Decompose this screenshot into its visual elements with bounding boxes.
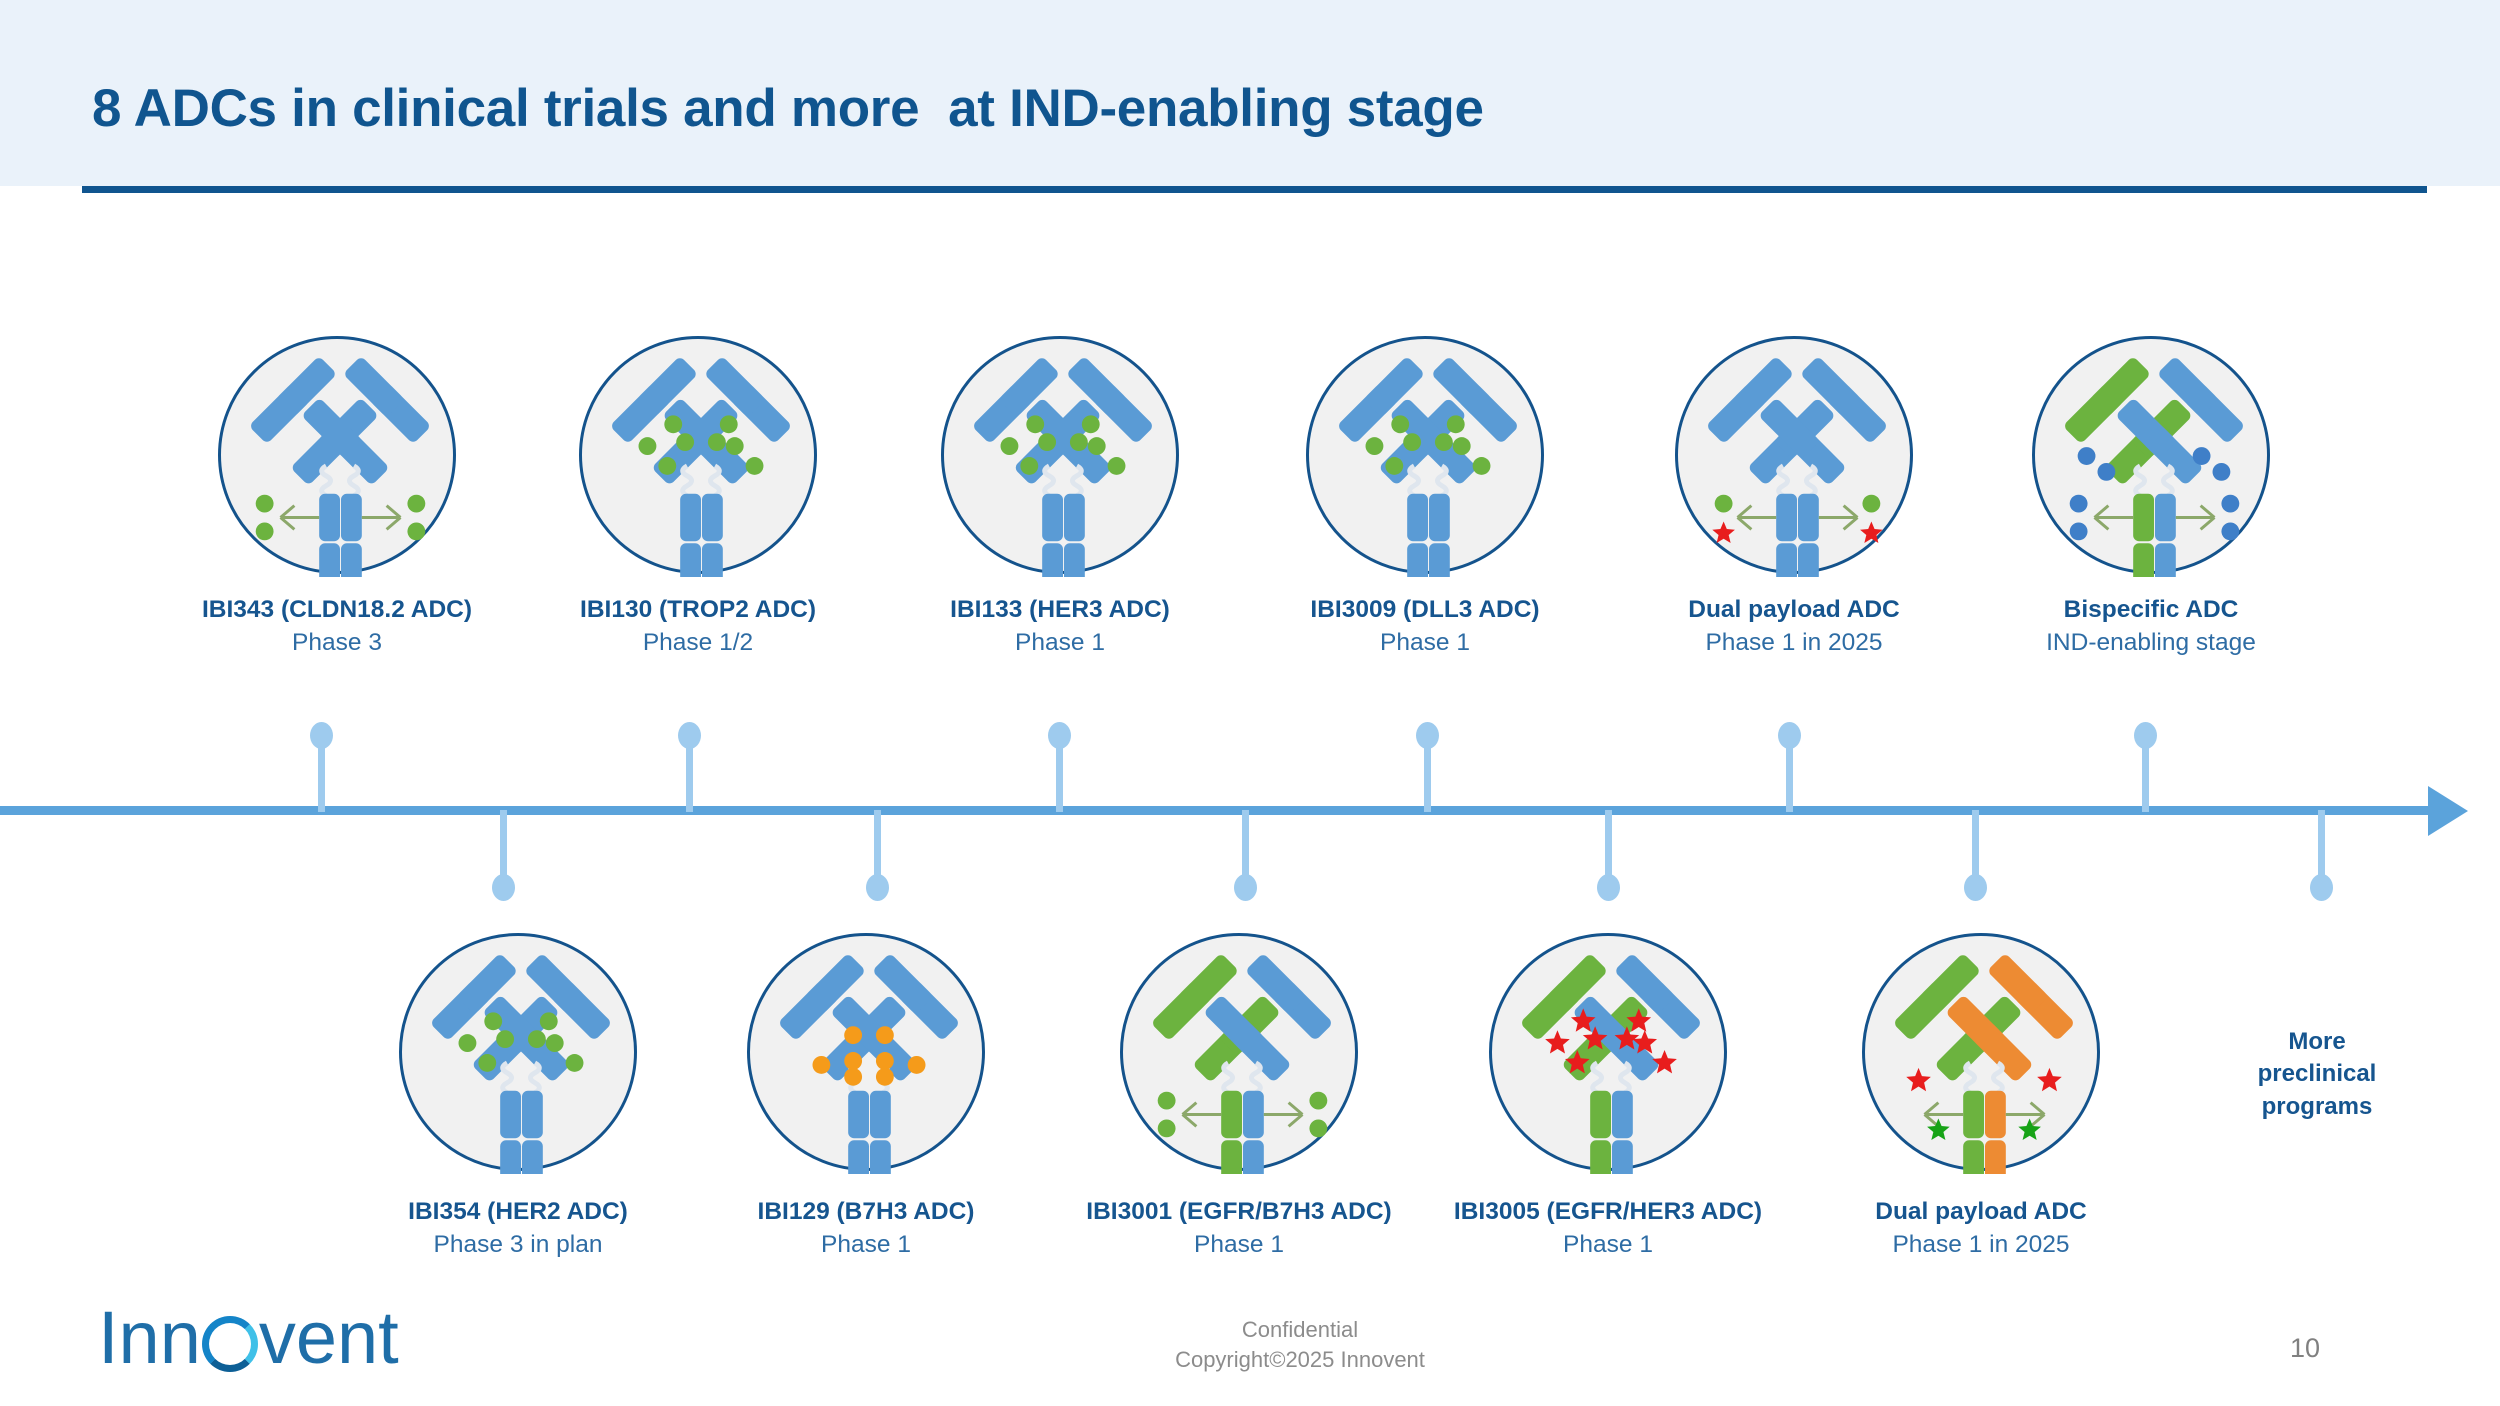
program-label-bottom_row-4: Dual payload ADC Phase 1 in 2025 xyxy=(1721,1197,2241,1262)
program-label-top_row-3: IBI3009 (DLL3 ADC) Phase 1 xyxy=(1165,595,1685,660)
title-underline xyxy=(82,186,2427,193)
program-phase: IND-enabling stage xyxy=(2046,628,2256,656)
stem-up-2 xyxy=(1056,730,1063,812)
program-label-top_row-4: Dual payload ADC Phase 1 in 2025 xyxy=(1534,595,2054,660)
stem-knob-up-5 xyxy=(2134,722,2157,749)
program-label-top_row-1: IBI130 (TROP2 ADC) Phase 1/2 xyxy=(438,595,958,660)
program-label-bottom_row-2: IBI3001 (EGFR/B7H3 ADC) Phase 1 xyxy=(979,1197,1499,1262)
end-label-line1: More xyxy=(2288,1028,2346,1055)
program-phase: Phase 1 in 2025 xyxy=(1892,1230,2070,1258)
antibody-icon-bottom_row-4 xyxy=(1895,955,2073,1174)
antibody-icon-bottom_row-1 xyxy=(780,955,958,1174)
program-name: IBI3005 (EGFR/HER3 ADC) xyxy=(1453,1198,1763,1225)
molecule-circle-top_row-1[interactable] xyxy=(579,336,817,577)
program-phase: Phase 3 xyxy=(292,628,382,656)
header-band xyxy=(0,0,2500,186)
more-preclinical-programs-label: More preclinical programs xyxy=(2212,1026,2422,1123)
antibody-icon-top_row-1 xyxy=(612,358,790,577)
program-phase: Phase 1 xyxy=(821,1230,911,1258)
program-name: IBI3009 (DLL3 ADC) xyxy=(1310,596,1540,623)
molecule-circle-bottom_row-3[interactable] xyxy=(1489,933,1727,1174)
program-name: IBI133 (HER3 ADC) xyxy=(950,596,1170,623)
stem-knob-down-1 xyxy=(866,874,889,901)
program-phase: Phase 3 in plan xyxy=(433,1230,603,1258)
molecule-circle-top_row-5[interactable] xyxy=(2032,336,2270,577)
stem-knob-down-3 xyxy=(1597,874,1620,901)
program-label-bottom_row-1: IBI129 (B7H3 ADC) Phase 1 xyxy=(606,1197,1126,1262)
antibody-icon-top_row-5 xyxy=(2065,358,2243,577)
molecule-circle-top_row-3[interactable] xyxy=(1306,336,1544,577)
program-phase: Phase 1 xyxy=(1194,1230,1284,1258)
program-label-bottom_row-0: IBI354 (HER2 ADC) Phase 3 in plan xyxy=(258,1197,778,1262)
logo-text-after: vent xyxy=(258,1296,399,1379)
end-label-line2: preclinical xyxy=(2257,1060,2377,1088)
program-phase: Phase 1 xyxy=(1563,1230,1653,1258)
stem-up-3 xyxy=(1424,730,1431,812)
stem-down-4 xyxy=(1972,810,1979,888)
stem-up-4 xyxy=(1786,730,1793,812)
molecule-circle-top_row-2[interactable] xyxy=(941,336,1179,577)
stem-down-2 xyxy=(1242,810,1249,888)
stem-knob-up-2 xyxy=(1048,722,1071,749)
antibody-icon-top_row-2 xyxy=(974,358,1152,577)
antibody-icon-bottom_row-2 xyxy=(1153,955,1331,1174)
molecule-circle-bottom_row-0[interactable] xyxy=(399,933,637,1174)
confidential-line-2: Copyright©2025 Innovent xyxy=(1175,1346,1425,1372)
stem-down-5 xyxy=(2318,810,2325,888)
program-phase: Phase 1 in 2025 xyxy=(1705,628,1883,656)
program-name: IBI3001 (EGFR/B7H3 ADC) xyxy=(1086,1198,1392,1225)
stem-knob-down-5 xyxy=(2310,874,2333,901)
stem-knob-up-4 xyxy=(1778,722,1801,749)
end-label-line3: programs xyxy=(2261,1092,2373,1120)
program-label-bottom_row-3: IBI3005 (EGFR/HER3 ADC) Phase 1 xyxy=(1348,1197,1868,1262)
confidential-line-1: Confidential xyxy=(1241,1317,1359,1342)
antibody-icon-bottom_row-3 xyxy=(1522,955,1700,1174)
stem-up-1 xyxy=(686,730,693,812)
stem-knob-down-2 xyxy=(1234,874,1257,901)
page-number: 10 xyxy=(2290,1333,2321,1363)
stem-down-0 xyxy=(500,810,507,888)
stem-down-1 xyxy=(874,810,881,888)
stem-up-5 xyxy=(2142,730,2149,812)
program-label-top_row-0: IBI343 (CLDN18.2 ADC) Phase 3 xyxy=(77,595,597,660)
program-name: IBI343 (CLDN18.2 ADC) xyxy=(201,596,472,623)
timeline-arrow-icon xyxy=(2428,786,2468,836)
stem-down-3 xyxy=(1605,810,1612,888)
page-title: 8 ADCs in clinical trials and more at IN… xyxy=(92,79,1484,138)
program-name: Dual payload ADC xyxy=(1875,1198,2087,1225)
stem-knob-down-4 xyxy=(1964,874,1987,901)
program-label-top_row-5: Bispecific ADC IND-enabling stage xyxy=(1891,595,2411,660)
program-name: IBI130 (TROP2 ADC) xyxy=(580,596,816,623)
stem-knob-up-0 xyxy=(310,722,333,749)
logo-text-before: Inn xyxy=(98,1296,201,1379)
program-label-top_row-2: IBI133 (HER3 ADC) Phase 1 xyxy=(800,595,1320,660)
confidential-notice: Confidential Copyright©2025 Innovent xyxy=(1120,1315,1480,1374)
stem-knob-up-3 xyxy=(1416,722,1439,749)
stem-up-0 xyxy=(318,730,325,812)
molecule-circle-top_row-0[interactable] xyxy=(218,336,456,577)
stem-knob-up-1 xyxy=(678,722,701,749)
antibody-icon-top_row-0 xyxy=(251,358,429,577)
program-phase: Phase 1 xyxy=(1015,628,1105,656)
stem-knob-down-0 xyxy=(492,874,515,901)
antibody-icon-top_row-4 xyxy=(1708,358,1886,577)
innovent-ring-icon xyxy=(201,1316,258,1372)
program-name: IBI129 (B7H3 ADC) xyxy=(757,1198,975,1225)
antibody-icon-bottom_row-0 xyxy=(432,955,610,1174)
molecule-circle-bottom_row-2[interactable] xyxy=(1120,933,1358,1174)
program-phase: Phase 1/2 xyxy=(642,628,754,656)
timeline-axis xyxy=(0,806,2440,815)
molecule-circle-bottom_row-1[interactable] xyxy=(747,933,985,1174)
molecule-circle-bottom_row-4[interactable] xyxy=(1862,933,2100,1174)
program-name: Dual payload ADC xyxy=(1688,596,1900,623)
program-name: IBI354 (HER2 ADC) xyxy=(408,1198,628,1225)
molecule-circle-top_row-4[interactable] xyxy=(1675,336,1913,577)
program-phase: Phase 1 xyxy=(1380,628,1470,656)
program-name: Bispecific ADC xyxy=(2063,596,2239,623)
antibody-icon-top_row-3 xyxy=(1339,358,1517,577)
